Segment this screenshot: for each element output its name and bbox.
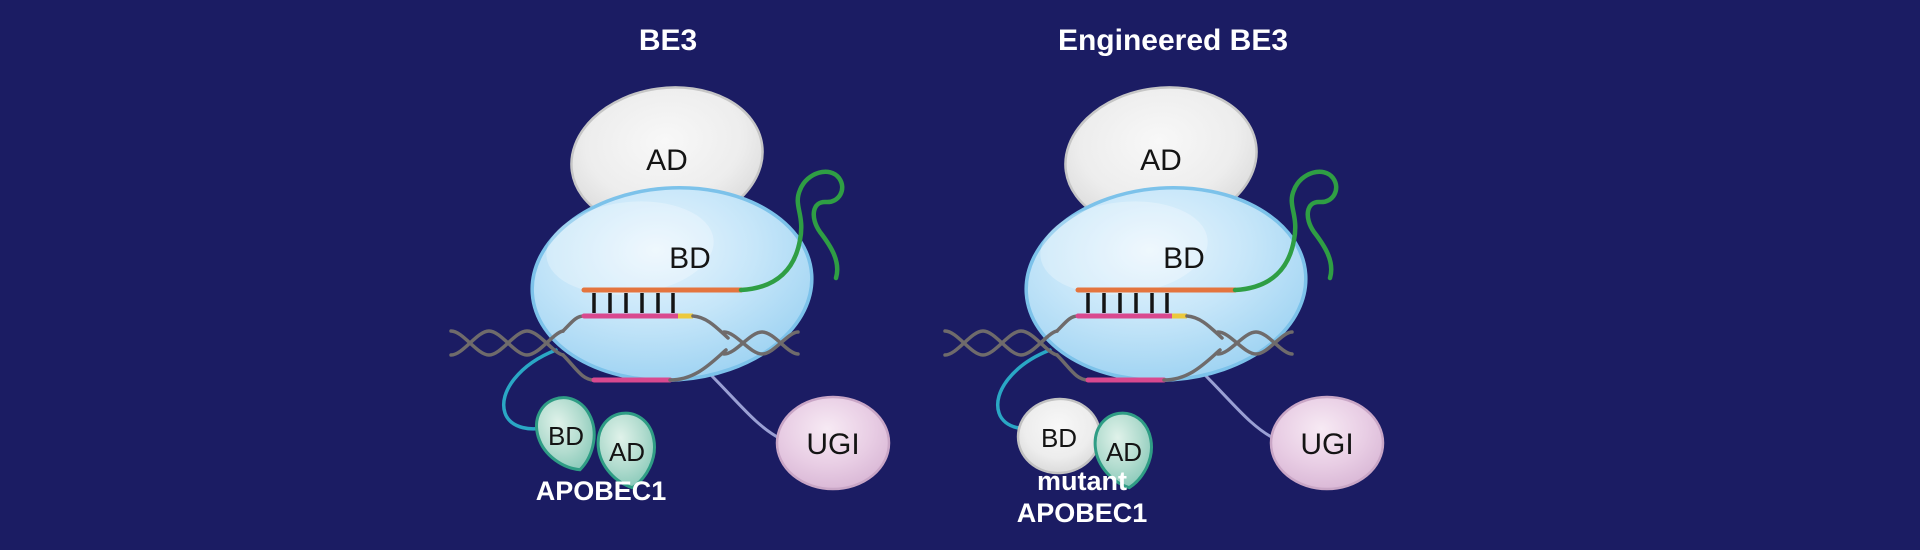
mutant-apobec-name-line1: mutant: [1037, 466, 1127, 496]
be3-apobec-bd-label: BD: [548, 421, 584, 451]
engineered-ugi-label: UGI: [1300, 428, 1353, 461]
mutant-apobec-bd-label: BD: [1041, 423, 1077, 453]
panel-engineered-be3: Engineered BE3 AD BD BD AD mutant APOBEC…: [945, 24, 1383, 528]
engineered-cas9-bd-label: BD: [1163, 242, 1205, 275]
mutant-apobec-name-line2: APOBEC1: [1017, 498, 1148, 528]
mutant-apobec-ad-label: AD: [1106, 437, 1142, 467]
be3-ugi-label: UGI: [806, 428, 859, 461]
be3-apobec-name: APOBEC1: [536, 476, 667, 506]
be3-cas9-ad-label: AD: [646, 144, 688, 177]
engineered-cas9-ad-label: AD: [1140, 144, 1182, 177]
be3-cas9-bd-label: BD: [669, 242, 711, 275]
be3-apobec-ad-label: AD: [609, 437, 645, 467]
engineered-be3-title: Engineered BE3: [1058, 24, 1288, 57]
panel-be3: BE3 AD BD BD AD APOBEC1 UGI: [451, 24, 889, 506]
be3-title: BE3: [639, 24, 697, 57]
